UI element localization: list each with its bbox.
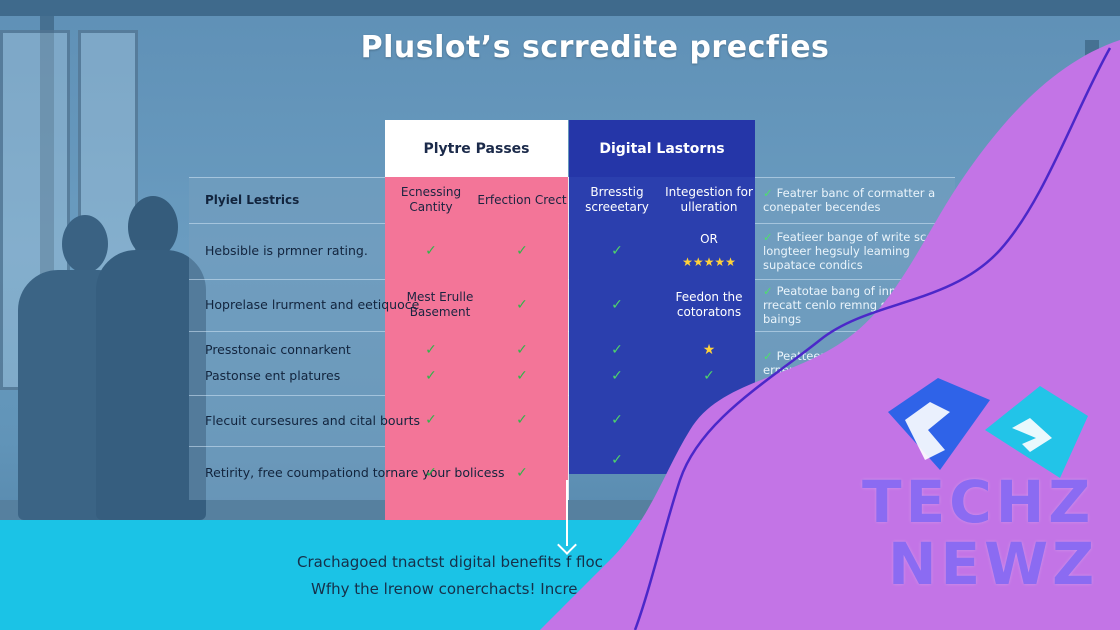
row-label: Hoprelase lrurment and eetiquoce (205, 279, 419, 331)
person-silhouette (96, 250, 206, 520)
feature-note-text: Peatotae bang of innice rrecatt cenlo re… (763, 284, 931, 326)
check-icon: ✓ (763, 230, 773, 244)
row-label: Hebsible is prmner rating. (205, 223, 368, 279)
check-icon: ✓ (611, 451, 623, 468)
row-label-text: Hoprelase lrurment and eetiquoce (205, 297, 420, 312)
person-silhouette-head (128, 196, 178, 258)
row-label: Pastonse ent platures (205, 364, 340, 388)
row-label-text: Hebsible is prmner rating. (205, 243, 368, 258)
row-label: Plyiel Lestrics (205, 177, 299, 223)
check-icon: ✓ (611, 341, 623, 358)
check-icon: ✓ (425, 464, 437, 481)
cell: OR (700, 231, 718, 246)
row-label: Retirity, free coumpationd tornare your … (205, 446, 505, 500)
check-icon: ✓ (763, 284, 773, 298)
check-icon: ✓ (516, 242, 528, 259)
check-icon: ✓ (611, 412, 623, 428)
feature-note-text: Featieer bange of write sce longteer heg… (763, 230, 934, 272)
check-icon: ✓ (425, 412, 437, 428)
column-header-left: Plytre Passes (385, 120, 568, 177)
cell: Brresstig screeetary (585, 185, 649, 214)
feature-note: ✓Featrer banc of cormatter a conepater b… (763, 177, 953, 223)
feature-note: ✓Pegateer beam with inly ou (763, 395, 873, 446)
check-icon: ✓ (425, 242, 437, 259)
check-icon: ✓ (425, 367, 437, 384)
feature-note-text: Featrer banc of cormatter a conepater be… (763, 186, 936, 214)
ceiling-bar (0, 0, 1120, 16)
star-icon: ★ (702, 341, 716, 358)
feature-note: ✓Peatteer banrc orr p recutres erner ube… (763, 331, 953, 395)
feature-note: ✓Peatotae bang of innice rrecatt cenlo r… (763, 279, 953, 331)
row-label-text: Pastonse ent platures (205, 368, 341, 383)
check-icon: ✓ (763, 349, 773, 363)
footer-text: Crachagoed tnactst digital benefits f fl… (297, 553, 603, 571)
row-label: Presstonaic connarkent (205, 338, 351, 362)
cell: Erfection Crect (477, 192, 567, 207)
check-icon: ✓ (763, 186, 773, 200)
comparison-table: Plytre Passes Digital Lastorns Plyiel Le… (189, 120, 955, 520)
feature-note-text: Peatteer banrc orr p recutres erner uber… (763, 349, 944, 377)
check-icon: ✓ (516, 464, 528, 481)
check-icon: ✓ (516, 341, 528, 358)
page-title: Pluslot’s scrredite precfies (360, 30, 830, 65)
check-icon: ✓ (611, 367, 623, 384)
person-silhouette-head (62, 215, 108, 273)
footer-text: Wfhy the lrenow conerchacts! Incre (311, 580, 578, 598)
logo-text-line2: NEWZ (888, 530, 1099, 598)
cell: Ecnessing Cantity (400, 185, 462, 214)
check-icon: ✓ (763, 406, 773, 421)
check-icon: ✓ (611, 296, 623, 313)
check-icon: ✓ (703, 367, 715, 384)
check-icon: ✓ (516, 367, 528, 384)
column-header-right: Digital Lastorns (569, 120, 755, 177)
cell: Integestion for ulleration (665, 185, 753, 214)
logo-text-line1: TECHZ (862, 468, 1095, 536)
row-label-text: Retirity, free coumpationd tornare your … (205, 465, 505, 480)
rating-stars: ★★★★★ (682, 254, 736, 269)
row-label-text: Presstonaic connarkent (205, 342, 351, 357)
check-icon: ✓ (516, 412, 528, 428)
check-icon: ✓ (611, 242, 623, 259)
check-icon: ✓ (703, 451, 715, 468)
row-label-text: Plyiel Lestrics (205, 193, 300, 207)
column-divider (568, 177, 569, 500)
row-label-text: Flecuit cursesures and cital bourts (205, 412, 421, 428)
row-label: Flecuit cursesures and cital bourts (205, 395, 420, 446)
check-icon: ✓ (425, 341, 437, 358)
check-icon: ✓ (703, 412, 715, 428)
pink-column (385, 120, 568, 520)
check-icon: ✓ (516, 296, 528, 313)
feature-note: ✓Featieer bange of write sce longteer he… (763, 223, 953, 279)
cell: Feedon the cotoratons (675, 290, 743, 319)
feature-note-text: Pegateer beam with inly ou (763, 406, 865, 435)
cell: Mest Erulle Basement (406, 290, 474, 319)
background-pillar (1085, 40, 1099, 540)
